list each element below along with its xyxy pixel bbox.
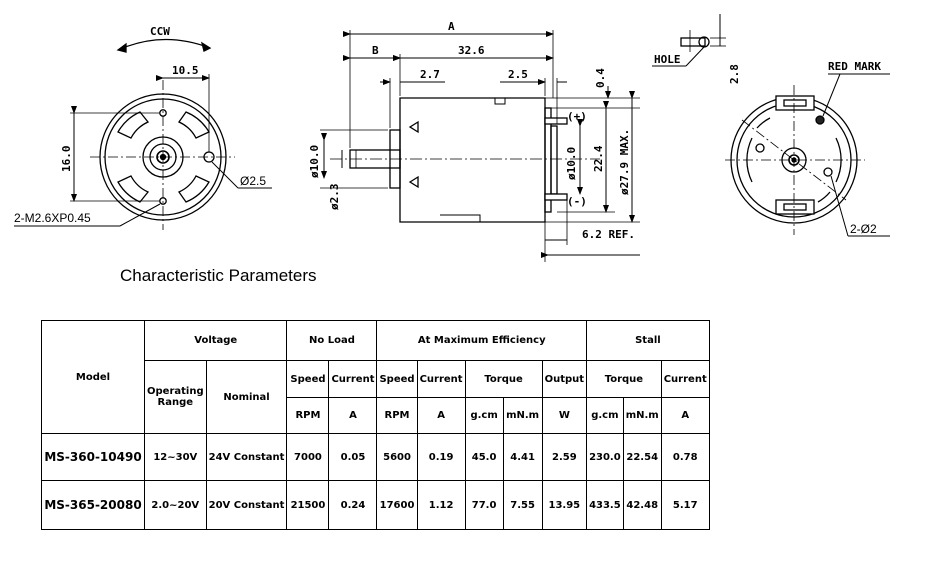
dim-shaft-small: ø2.3 (328, 184, 341, 211)
header-nl-current: Current (328, 360, 378, 398)
row-operating: 2.0~20V (144, 480, 207, 530)
hole-label: HOLE (654, 53, 681, 66)
header-max-efficiency: At Maximum Efficiency (376, 320, 588, 361)
row-me-torque-mnm: 7.55 (502, 480, 543, 530)
unit-me-rpm: RPM (376, 397, 418, 434)
left-view (14, 38, 272, 230)
parameters-table: Model Voltage No Load At Maximum Efficie… (41, 320, 710, 530)
motor-drawing: CCW 10.5 16.0 Ø2.5 2-M2.6XP0.45 (14, 14, 890, 262)
thread-label: 2-M2.6XP0.45 (14, 211, 91, 225)
row-nominal: 20V Constant (205, 480, 288, 530)
table-row: MS-360-10490 12~30V 24V Constant 7000 0.… (41, 433, 710, 481)
row-nl-speed: 7000 (286, 433, 330, 481)
header-nominal: Nominal (205, 360, 288, 434)
row-st-current: 5.17 (660, 480, 710, 530)
header-st-torque: Torque (586, 360, 662, 398)
row-me-current: 1.12 (416, 480, 466, 530)
dim-2-8: 2.8 (728, 64, 741, 84)
dim-0-4: 0.4 (594, 68, 607, 88)
dim-6-2-ref: 6.2 REF. (582, 228, 635, 241)
header-model: Model (41, 320, 145, 434)
header-row-2: Operating Range Nominal Speed Current Sp… (42, 360, 710, 434)
row-nl-current: 0.05 (328, 433, 378, 481)
range-label: Range (157, 397, 194, 408)
row-nominal: 24V Constant (205, 433, 288, 481)
unit-nl-rpm: RPM (286, 397, 330, 434)
unit-st-gcm: g.cm (586, 397, 624, 434)
header-me-speed: Speed (376, 360, 418, 398)
holes-2-o2-label: 2-Ø2 (850, 222, 877, 236)
row-me-torque-mnm: 4.41 (502, 433, 543, 481)
unit-nl-a: A (328, 397, 378, 434)
row-nl-speed: 21500 (286, 480, 330, 530)
header-stall: Stall (586, 320, 710, 361)
unit-me-a: A (416, 397, 466, 434)
row-st-torque-gcm: 230.0 (586, 433, 624, 481)
row-st-current: 0.78 (660, 433, 710, 481)
right-view (652, 14, 890, 237)
header-no-load: No Load (286, 320, 378, 361)
row-me-current: 0.19 (416, 433, 466, 481)
header-me-output: Output (541, 360, 588, 398)
dim-22-4: 22.4 (592, 145, 605, 172)
row-me-torque-gcm: 45.0 (464, 433, 504, 481)
row-st-torque-mnm: 22.54 (622, 433, 662, 481)
dim-32-6: 32.6 (458, 44, 485, 57)
row-nl-current: 0.24 (328, 480, 378, 530)
dim-boss-diameter: ø10.0 (565, 147, 578, 180)
header-me-torque: Torque (464, 360, 543, 398)
row-st-torque-mnm: 42.48 (622, 480, 662, 530)
dim-10-5: 10.5 (172, 64, 199, 77)
terminal-minus: (-) (567, 195, 587, 208)
red-mark-label: RED MARK (828, 60, 881, 73)
operating-label: Operating (147, 386, 204, 397)
unit-me-gcm: g.cm (464, 397, 504, 434)
ccw-label: CCW (150, 25, 170, 38)
unit-st-mnm: mN.m (622, 397, 662, 434)
row-me-speed: 5600 (376, 433, 418, 481)
dim-2-7: 2.7 (420, 68, 440, 81)
dim-2-5: 2.5 (508, 68, 528, 81)
header-row-1: Model Voltage No Load At Maximum Efficie… (41, 320, 710, 434)
dim-b: B (372, 44, 379, 57)
header-voltage: Voltage (143, 320, 288, 361)
header-nl-speed: Speed (286, 360, 330, 398)
unit-me-mnm: mN.m (502, 397, 543, 434)
terminal-plus: (+) (567, 110, 587, 123)
table-row: MS-365-20080 2.0~20V 20V Constant 21500 … (41, 480, 710, 530)
row-me-speed: 17600 (376, 480, 418, 530)
unit-me-w: W (541, 397, 588, 434)
header-me-current: Current (416, 360, 466, 398)
row-me-output: 2.59 (541, 433, 588, 481)
row-st-torque-gcm: 433.5 (586, 480, 624, 530)
header-operating-range: Operating Range (144, 360, 207, 434)
section-title: Characteristic Parameters (120, 266, 317, 285)
header-st-current: Current (660, 360, 710, 398)
header-row-3: RPM A RPM A g.cm mN.m W g.cm mN.m A (42, 397, 710, 434)
side-view (320, 30, 640, 262)
row-me-output: 13.95 (541, 480, 588, 530)
dim-a: A (448, 20, 455, 33)
hole-diameter-label: Ø2.5 (240, 174, 266, 188)
row-model: MS-365-20080 (41, 480, 145, 530)
dim-shaft-diameter: ø10.0 (308, 145, 321, 178)
dim-27-9-max: ø27.9 MAX. (618, 129, 631, 195)
dim-16-0: 16.0 (60, 146, 73, 173)
row-model: MS-360-10490 (41, 433, 145, 481)
row-me-torque-gcm: 77.0 (464, 480, 504, 530)
unit-st-a: A (660, 397, 710, 434)
row-operating: 12~30V (144, 433, 207, 481)
